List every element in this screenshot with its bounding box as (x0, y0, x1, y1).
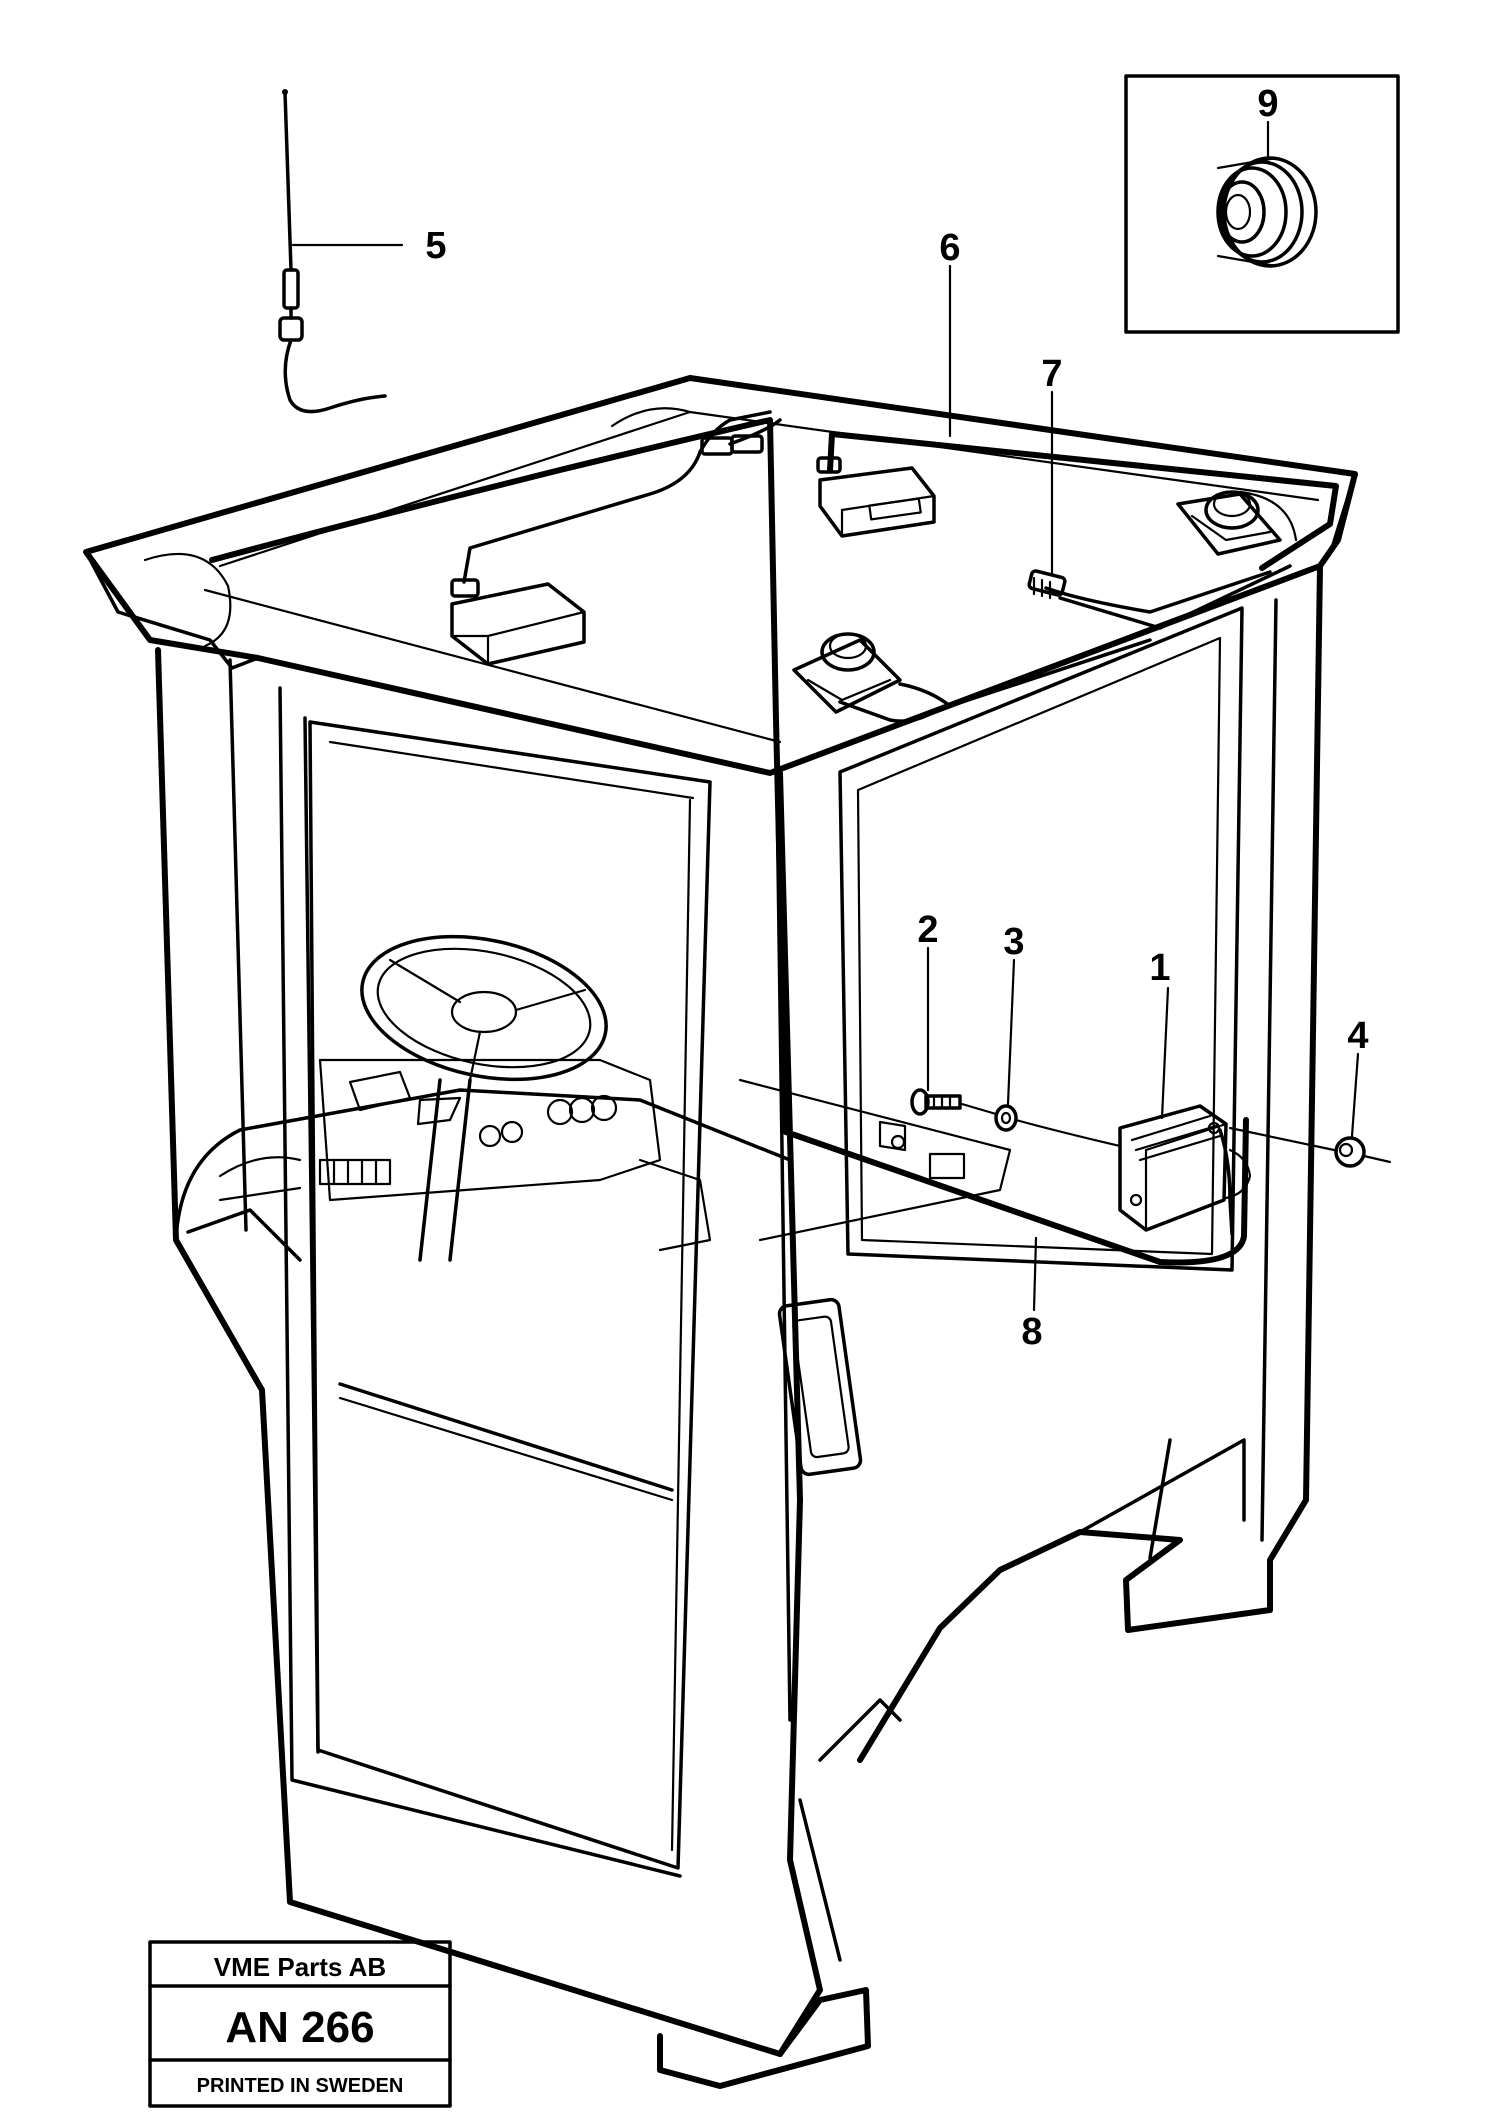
callout-9: 9 (1257, 83, 1278, 125)
callout-8: 8 (1021, 1311, 1042, 1353)
callout-3: 3 (1003, 921, 1024, 963)
callout-4: 4 (1347, 1015, 1368, 1057)
antenna (278, 89, 387, 414)
grommet-icon (1216, 156, 1318, 268)
steering-wheel (360, 934, 608, 1262)
callout-5: 5 (425, 225, 446, 267)
dashboard-instruments (318, 1058, 1012, 1252)
callout-7: 7 (1041, 353, 1062, 395)
stamp-code: AN 266 (225, 2003, 374, 2052)
speaker-center (792, 632, 902, 714)
callout-2: 2 (917, 909, 938, 951)
roof-plugs (450, 434, 842, 598)
radio-bracket (1118, 1104, 1252, 1232)
junction-box (450, 582, 586, 666)
leader-lines (291, 120, 1360, 1312)
radio-unit (818, 466, 936, 538)
antenna-connector (1027, 569, 1067, 600)
stamp-company: VME Parts AB (214, 1952, 386, 1982)
stamp-printed: PRINTED IN SWEDEN (197, 2075, 404, 2097)
grommet-inset (1124, 74, 1400, 334)
cable-harness (209, 410, 1339, 1266)
washer (994, 1104, 1018, 1132)
callout-1: 1 (1149, 947, 1170, 989)
nut (1334, 1136, 1366, 1168)
title-stamp: VME Parts AB AN 266 PRINTED IN SWEDEN (148, 1940, 452, 2108)
screw (910, 1088, 962, 1116)
callout-6: 6 (939, 227, 960, 269)
cab-body (83, 375, 1358, 2089)
assembly-lines (960, 1102, 1392, 1164)
speaker-right (1176, 490, 1282, 556)
